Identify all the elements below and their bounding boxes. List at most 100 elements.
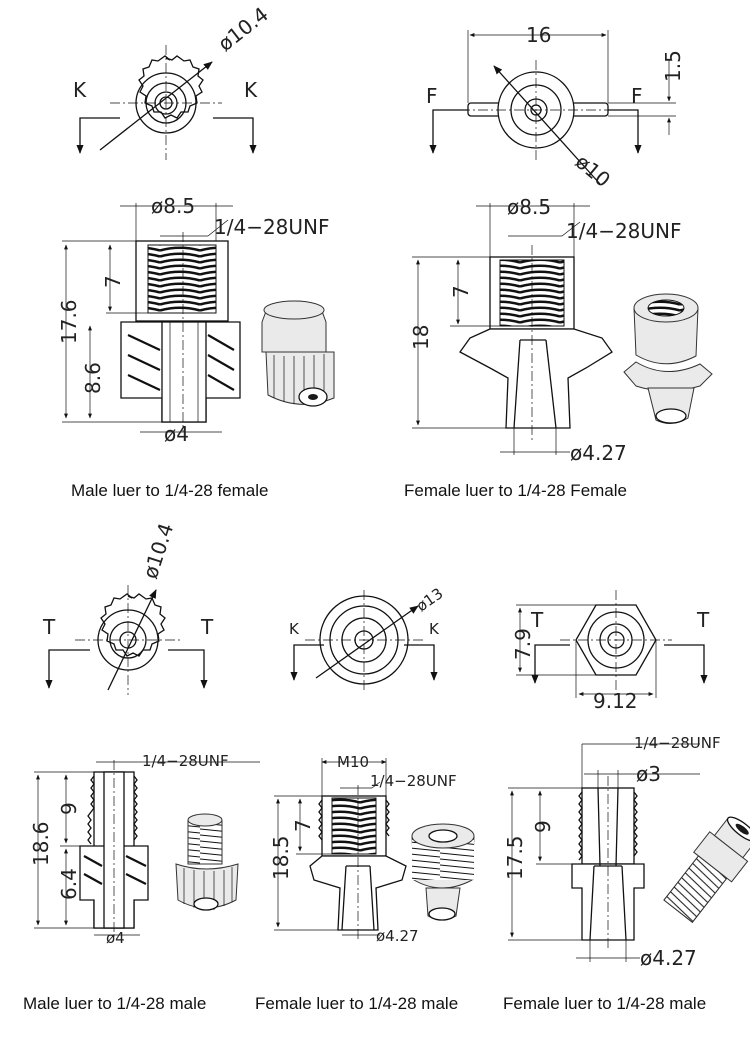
dim-dia-13: ø13 — [413, 584, 446, 615]
dim-17-6: 17.6 — [57, 299, 81, 344]
section-view: 1/4−28UNF ø3 17.5 9 ø4.27 — [503, 734, 721, 970]
render-stud-top — [187, 813, 223, 827]
section-arrow-left — [76, 117, 120, 154]
taper-bore — [513, 339, 557, 429]
render-thread — [647, 299, 685, 317]
dim-thread-1428unf: 1/4−28UNF — [566, 219, 682, 243]
dim-thread-1428unf: 1/4−28UNF — [214, 215, 330, 239]
dim-7-9: 7.9 — [511, 628, 535, 660]
dim-dia-4-27: ø4.27 — [570, 441, 627, 465]
dim-7: 7 — [449, 285, 473, 298]
dim-18-5: 18.5 — [269, 835, 293, 880]
top-view-knurled-nut: ø10.4 T T — [42, 520, 214, 695]
section-arrow-left — [45, 649, 90, 689]
dim-dia-8-5: ø8.5 — [507, 195, 551, 219]
section-label-right: T — [200, 615, 214, 639]
render-luer-end — [655, 408, 687, 424]
part-male-luer-to-female-1428: ø10.4 K K ø8.5 1/4−28UNF — [57, 2, 335, 500]
leader-thread-2 — [561, 221, 581, 237]
dim-dia-8-5: ø8.5 — [151, 194, 195, 218]
section-label-left: K — [289, 620, 300, 638]
dim-7: 7 — [291, 819, 315, 832]
section-arrow-left — [531, 644, 570, 684]
dim-m10: M10 — [337, 753, 369, 771]
dim-18-6: 18.6 — [29, 821, 53, 866]
dia-leader — [315, 605, 419, 679]
top-view-hex: 7.9 9.12 T T — [511, 590, 710, 713]
dim-dia-10-4: ø10.4 — [138, 520, 178, 581]
render-bore — [735, 823, 749, 835]
dim-thread-1428unf: 1/4−28UNF — [634, 734, 721, 752]
product-render — [623, 293, 713, 424]
render-group — [663, 816, 750, 923]
dim-thread-1428unf: 1/4−28UNF — [370, 772, 457, 790]
top-view-knurled-nut: ø10.4 K K — [73, 2, 273, 160]
section-arrow-right — [168, 649, 208, 689]
dim-7: 7 — [101, 275, 125, 288]
dim-thread-1428unf: 1/4−28UNF — [142, 752, 229, 770]
dim-6-4: 6.4 — [57, 868, 81, 900]
render-bore — [428, 829, 458, 843]
section-arrow-left — [290, 644, 324, 681]
dim-9-12: 9.12 — [593, 689, 638, 713]
product-render — [411, 823, 475, 921]
section-label-left: T — [530, 608, 544, 632]
section-view: M10 1/4−28UNF 18.5 7 ø4.27 — [269, 753, 457, 945]
section-view: ø8.5 1/4−28UNF 17.6 7 8.6 ø4 — [57, 194, 330, 446]
dim-dia-10-4: ø10.4 — [213, 2, 273, 56]
leader-thread-2 — [207, 219, 229, 237]
caption-part-4: Female luer to 1/4-28 male — [255, 994, 458, 1013]
luer-body-wings — [459, 328, 613, 429]
part-female-luer-to-male-1428-m10: ø13 K K M10 1/4−28UNF 18.5 7 — [255, 584, 475, 1013]
caption-part-2: Female luer to 1/4-28 Female — [404, 481, 627, 500]
leader-thread-2 — [371, 781, 381, 789]
render-wings — [623, 361, 713, 392]
section-view: ø8.5 1/4−28UNF 18 7 ø4.27 — [409, 195, 682, 465]
top-view-round-nut: ø13 K K — [289, 584, 446, 690]
dim-9: 9 — [531, 820, 555, 833]
dim-16: 16 — [526, 23, 551, 47]
section-label-left: F — [426, 84, 438, 108]
dim-dia-4-27: ø4.27 — [640, 946, 697, 970]
dim-1-5: 1.5 — [661, 50, 685, 82]
render-top — [263, 300, 325, 320]
section-label-left: T — [42, 615, 56, 639]
section-arrow-left — [429, 109, 468, 154]
render-thread-lines — [187, 819, 223, 865]
internal-thread — [147, 244, 217, 314]
render-body — [633, 307, 699, 365]
render-knurl — [175, 863, 239, 909]
part-female-luer-to-male-1428-hex: 7.9 9.12 T T 1/4−28UNF ø3 17 — [503, 590, 750, 1013]
render-tip — [193, 897, 219, 911]
render-knurl-lines — [273, 354, 325, 404]
section-arrow-right — [664, 644, 708, 684]
dim-dia-10: ø10 — [571, 149, 615, 192]
dim-dia-4-27: ø4.27 — [376, 927, 419, 945]
part-male-luer-to-male-1428: ø10.4 T T 1/4−28UNF 18.6 9 6.4 ø4 — [23, 520, 260, 1013]
caption-part-3: Male luer to 1/4-28 male — [23, 994, 206, 1013]
dia-leader — [99, 61, 213, 151]
dia-leader — [493, 65, 601, 185]
section-label-right: F — [631, 84, 643, 108]
section-label-left: K — [73, 78, 87, 102]
section-label-right: T — [696, 608, 710, 632]
dim-dia-4: ø4 — [164, 422, 189, 446]
product-render — [261, 300, 335, 407]
dim-8-6: 8.6 — [81, 362, 105, 394]
dim-18: 18 — [409, 325, 433, 350]
section-label-right: K — [429, 620, 440, 638]
m10-external-thread — [318, 799, 390, 841]
section-arrow-right — [608, 109, 642, 154]
dia-leader — [107, 589, 157, 691]
knurled-outline — [138, 55, 204, 119]
product-render — [663, 816, 750, 923]
dim-dia-4: ø4 — [106, 929, 125, 947]
section-arrow-right — [404, 644, 438, 681]
product-render — [175, 813, 239, 911]
caption-part-1: Male luer to 1/4-28 female — [71, 481, 269, 500]
external-threads — [578, 791, 638, 861]
caption-part-5: Female luer to 1/4-28 male — [503, 994, 706, 1013]
dim-dia-3: ø3 — [636, 762, 661, 786]
luer-tip — [161, 321, 207, 423]
